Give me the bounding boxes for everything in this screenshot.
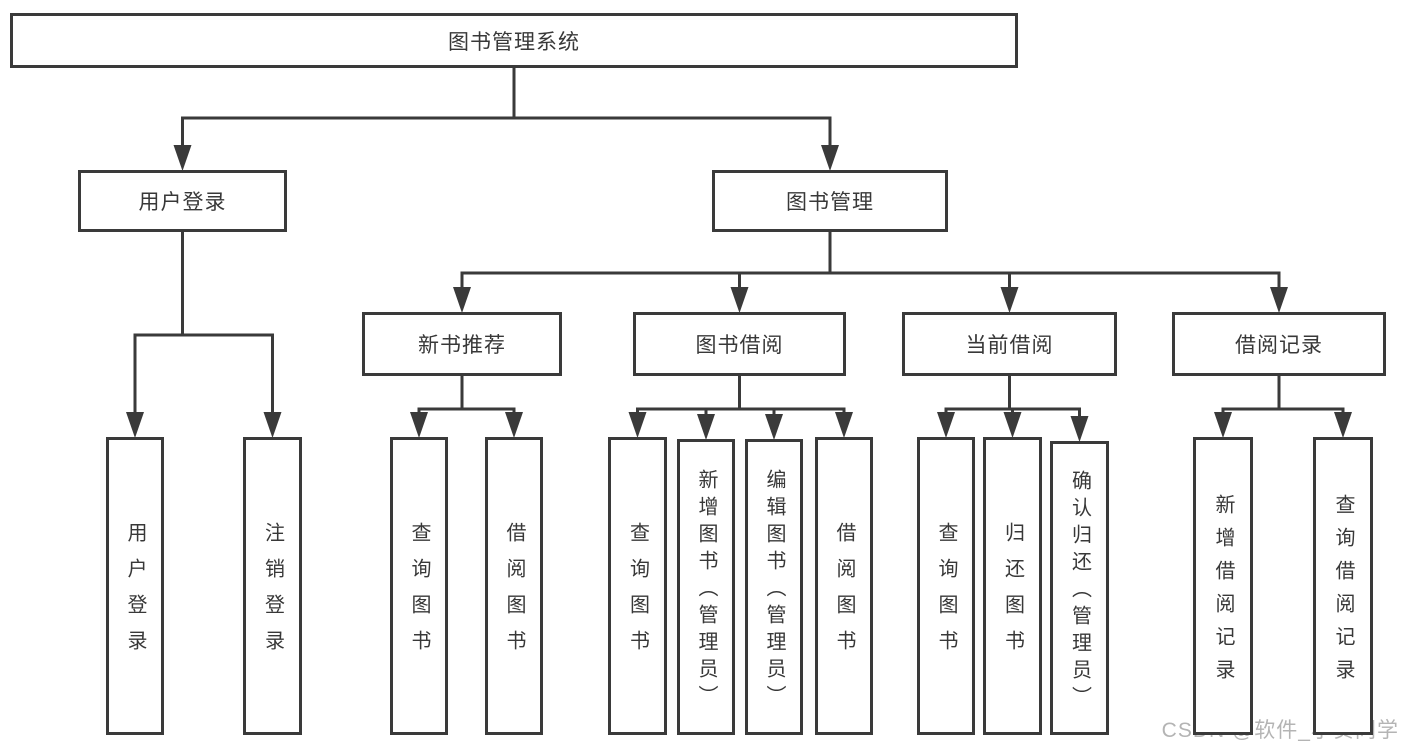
node-label: 查询借阅记录 — [1332, 493, 1354, 692]
node-label: 借阅图书 — [503, 522, 525, 666]
node-br-query-record: 查询借阅记录 — [1313, 437, 1373, 735]
node-cb-query-book: 查询图书 — [917, 437, 975, 735]
node-label: 借阅记录 — [1235, 334, 1323, 357]
node-br-add-record: 新增借阅记录 — [1193, 437, 1253, 735]
node-bb-query-book: 查询图书 — [608, 437, 667, 735]
node-book-borrow: 图书借阅 — [633, 312, 846, 376]
node-label: 当前借阅 — [965, 334, 1054, 357]
connector-book-mgmt — [453, 230, 1288, 313]
node-label: 编辑图书（管理员） — [763, 469, 785, 712]
node-label: 新增图书（管理员） — [695, 469, 717, 712]
node-bb-borrow-book: 借阅图书 — [815, 437, 873, 735]
connector-new-book-rec — [410, 374, 523, 438]
node-label: 查询图书 — [935, 522, 957, 666]
node-label: 图书管理系统 — [448, 30, 580, 54]
node-label: 新增借阅记录 — [1212, 493, 1234, 692]
connector-system — [173, 66, 839, 171]
node-bb-add-book: 新增图书（管理员） — [677, 439, 735, 735]
node-label: 确认归还（管理员） — [1068, 470, 1091, 713]
node-rec-query-book: 查询图书 — [390, 437, 448, 735]
connector-borrow-record — [1214, 374, 1352, 438]
node-cb-return-book: 归还图书 — [983, 437, 1042, 735]
node-label: 图书借阅 — [695, 334, 784, 357]
node-label: 借阅图书 — [833, 522, 855, 666]
node-leaf-logout: 注销登录 — [243, 437, 302, 735]
node-label: 用户登录 — [124, 522, 146, 666]
node-label: 图书管理 — [786, 191, 874, 214]
connector-user-login — [126, 230, 282, 438]
node-label: 查询图书 — [408, 522, 430, 666]
node-user-login: 用户登录 — [78, 170, 287, 232]
node-bb-edit-book: 编辑图书（管理员） — [745, 439, 803, 735]
connector-book-borrow — [628, 374, 853, 440]
node-current-borrow: 当前借阅 — [902, 312, 1117, 376]
node-borrow-record: 借阅记录 — [1172, 312, 1386, 376]
node-label: 注销登录 — [261, 522, 284, 666]
node-system: 图书管理系统 — [10, 13, 1018, 68]
node-label: 用户登录 — [138, 191, 227, 214]
node-rec-borrow-book: 借阅图书 — [485, 437, 543, 735]
node-new-book-rec: 新书推荐 — [362, 312, 562, 376]
node-label: 查询图书 — [626, 522, 649, 666]
node-label: 归还图书 — [1001, 522, 1024, 666]
node-book-mgmt: 图书管理 — [712, 170, 948, 232]
connector-current-borrow — [937, 374, 1089, 442]
node-label: 新书推荐 — [418, 334, 506, 357]
node-leaf-login: 用户登录 — [106, 437, 164, 735]
node-cb-confirm-return: 确认归还（管理员） — [1050, 441, 1109, 735]
